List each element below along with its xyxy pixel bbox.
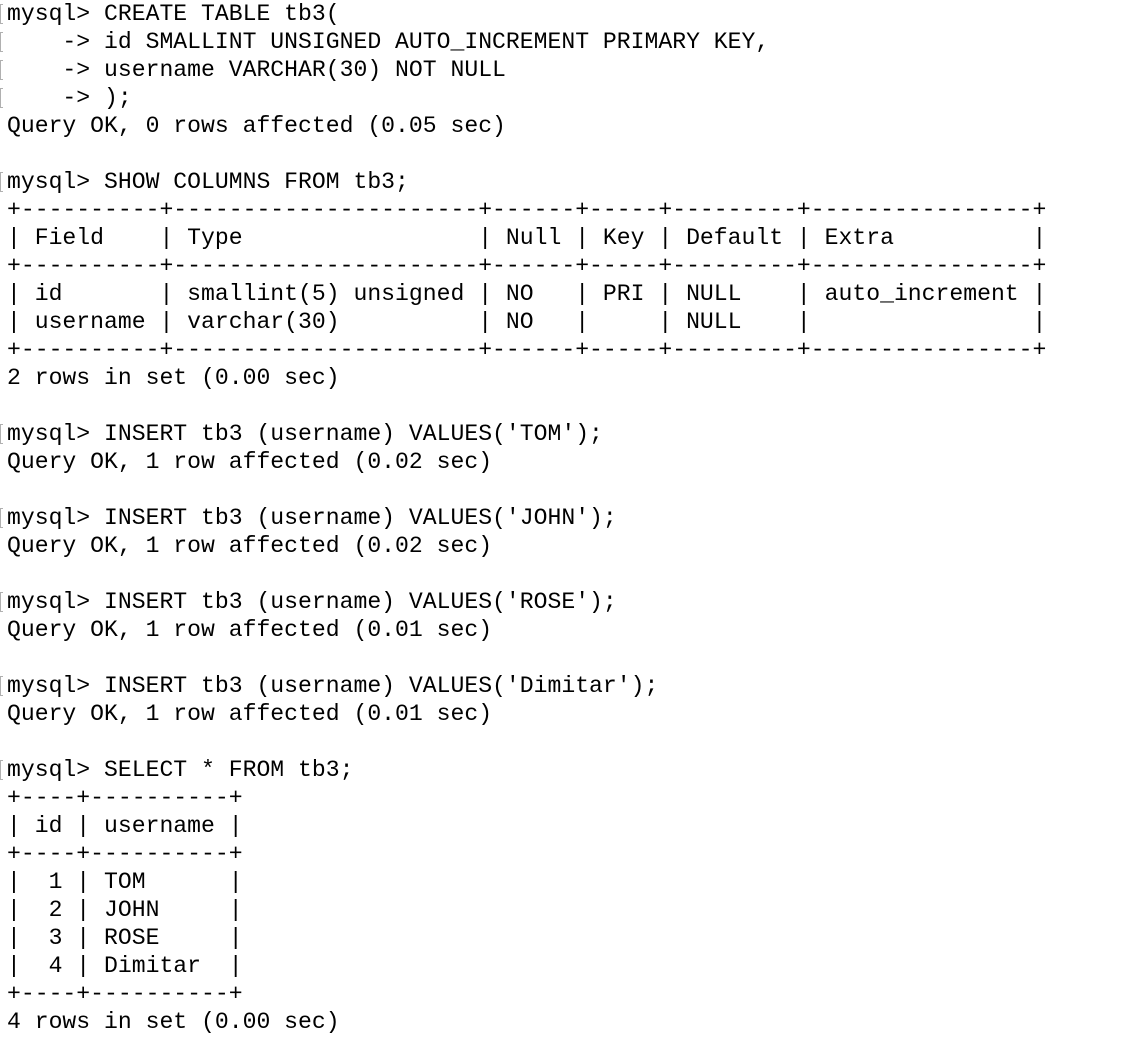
line-text: +----------+----------------------+-----… [7, 337, 1047, 363]
continuation-line: -> id SMALLINT UNSIGNED AUTO_INCREMENT P… [0, 28, 1136, 56]
prompt-mark-icon [0, 760, 3, 780]
line-text: 2 rows in set (0.00 sec) [7, 365, 340, 391]
line-text: +----------+----------------------+-----… [7, 253, 1047, 279]
output-line: | Field | Type | Null | Key | Default | … [0, 224, 1136, 252]
output-line: +----+----------+ [0, 784, 1136, 812]
output-line: +----------+----------------------+-----… [0, 196, 1136, 224]
output-line: Query OK, 1 row affected (0.01 sec) [0, 616, 1136, 644]
line-text: -> ); [7, 85, 132, 111]
line-text: +----------+----------------------+-----… [7, 197, 1047, 223]
output-line: +----------+----------------------+-----… [0, 336, 1136, 364]
output-line: | 4 | Dimitar | [0, 952, 1136, 980]
output-line: 4 rows in set (0.00 sec) [0, 1008, 1136, 1036]
output-line: Query OK, 1 row affected (0.01 sec) [0, 700, 1136, 728]
output-line: +----+----------+ [0, 840, 1136, 868]
line-text: | 2 | JOHN | [7, 897, 243, 923]
blank-line [0, 644, 1136, 672]
prompt-line: mysql> INSERT tb3 (username) VALUES('TOM… [0, 420, 1136, 448]
line-text: | 4 | Dimitar | [7, 953, 243, 979]
line-text: mysql> INSERT tb3 (username) VALUES('ROS… [7, 589, 617, 615]
output-line: +----------+----------------------+-----… [0, 252, 1136, 280]
blank-line [0, 560, 1136, 588]
line-text: +----+----------+ [7, 785, 243, 811]
prompt-line: mysql> INSERT tb3 (username) VALUES('ROS… [0, 588, 1136, 616]
line-text: | 3 | ROSE | [7, 925, 243, 951]
prompt-mark-icon [0, 88, 3, 108]
prompt-line: mysql> SHOW COLUMNS FROM tb3; [0, 168, 1136, 196]
line-text: mysql> INSERT tb3 (username) VALUES('TOM… [7, 421, 603, 447]
line-text: mysql> CREATE TABLE tb3( [7, 1, 340, 27]
line-text: mysql> SHOW COLUMNS FROM tb3; [7, 169, 409, 195]
continuation-line: -> ); [0, 84, 1136, 112]
prompt-line: mysql> INSERT tb3 (username) VALUES('Dim… [0, 672, 1136, 700]
line-text: mysql> SELECT * FROM tb3; [7, 757, 354, 783]
line-text: Query OK, 1 row affected (0.02 sec) [7, 533, 493, 559]
prompt-mark-icon [0, 32, 3, 52]
output-line: | id | username | [0, 812, 1136, 840]
line-text: mysql> INSERT tb3 (username) VALUES('JOH… [7, 505, 617, 531]
prompt-mark-icon [0, 508, 3, 528]
line-text: | id | smallint(5) unsigned | NO | PRI |… [7, 281, 1047, 307]
prompt-mark-icon [0, 676, 3, 696]
line-text: Query OK, 1 row affected (0.01 sec) [7, 701, 493, 727]
output-line: +----+----------+ [0, 980, 1136, 1008]
output-line: | 2 | JOHN | [0, 896, 1136, 924]
blank-line [0, 728, 1136, 756]
continuation-line: -> username VARCHAR(30) NOT NULL [0, 56, 1136, 84]
output-line: | 1 | TOM | [0, 868, 1136, 896]
line-text: +----+----------+ [7, 841, 243, 867]
line-text: Query OK, 1 row affected (0.02 sec) [7, 449, 493, 475]
prompt-mark-icon [0, 172, 3, 192]
line-text: Query OK, 1 row affected (0.01 sec) [7, 617, 493, 643]
blank-line [0, 392, 1136, 420]
prompt-line: mysql> CREATE TABLE tb3( [0, 0, 1136, 28]
output-line: 2 rows in set (0.00 sec) [0, 364, 1136, 392]
prompt-mark-icon [0, 424, 3, 444]
line-text: | username | varchar(30) | NO | | NULL |… [7, 309, 1047, 335]
line-text: mysql> INSERT tb3 (username) VALUES('Dim… [7, 673, 659, 699]
prompt-line: mysql> INSERT tb3 (username) VALUES('JOH… [0, 504, 1136, 532]
prompt-mark-icon [0, 60, 3, 80]
prompt-mark-icon [0, 592, 3, 612]
line-text: 4 rows in set (0.00 sec) [7, 1009, 340, 1035]
prompt-line: mysql> SELECT * FROM tb3; [0, 756, 1136, 784]
prompt-mark-icon [0, 4, 3, 24]
line-text: | Field | Type | Null | Key | Default | … [7, 225, 1047, 251]
output-line: Query OK, 1 row affected (0.02 sec) [0, 448, 1136, 476]
line-text: -> username VARCHAR(30) NOT NULL [7, 57, 506, 83]
output-line: Query OK, 1 row affected (0.02 sec) [0, 532, 1136, 560]
output-line: | 3 | ROSE | [0, 924, 1136, 952]
terminal-output[interactable]: mysql> CREATE TABLE tb3( -> id SMALLINT … [0, 0, 1136, 1036]
output-line: | id | smallint(5) unsigned | NO | PRI |… [0, 280, 1136, 308]
line-text: | id | username | [7, 813, 243, 839]
output-line: Query OK, 0 rows affected (0.05 sec) [0, 112, 1136, 140]
line-text: | 1 | TOM | [7, 869, 243, 895]
blank-line [0, 140, 1136, 168]
line-text: +----+----------+ [7, 981, 243, 1007]
blank-line [0, 476, 1136, 504]
line-text: -> id SMALLINT UNSIGNED AUTO_INCREMENT P… [7, 29, 770, 55]
line-text: Query OK, 0 rows affected (0.05 sec) [7, 113, 506, 139]
output-line: | username | varchar(30) | NO | | NULL |… [0, 308, 1136, 336]
